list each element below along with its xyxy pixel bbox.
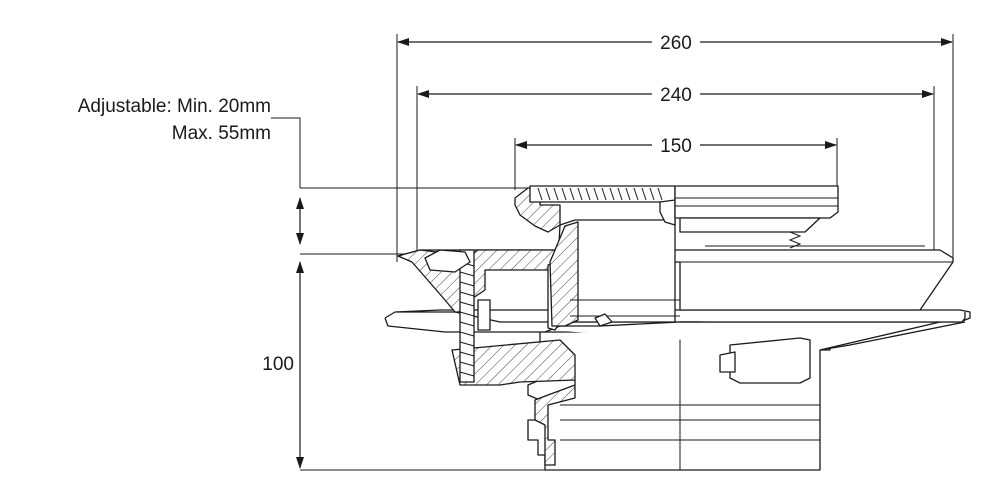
adjustable-min-label: Adjustable: Min. 20mm [78, 96, 271, 117]
adjust-screw [424, 249, 491, 383]
dimension-100-label: 100 [262, 354, 294, 375]
dimension-150-label: 150 [660, 136, 692, 157]
dimension-260: 260 [396, 33, 954, 262]
dimension-150: 150 [514, 136, 838, 190]
dimension-100: 100 [262, 261, 545, 471]
drain-assembly [384, 185, 971, 471]
adjustable-max-label: Max. 55mm [172, 123, 271, 144]
top-grate [514, 185, 925, 249]
dimension-240: 240 [416, 85, 935, 256]
dimension-260-label: 260 [660, 33, 692, 54]
adjustable-callout: Adjustable: Min. 20mm Max. 55mm [78, 96, 528, 255]
dimension-240-label: 240 [660, 85, 692, 106]
